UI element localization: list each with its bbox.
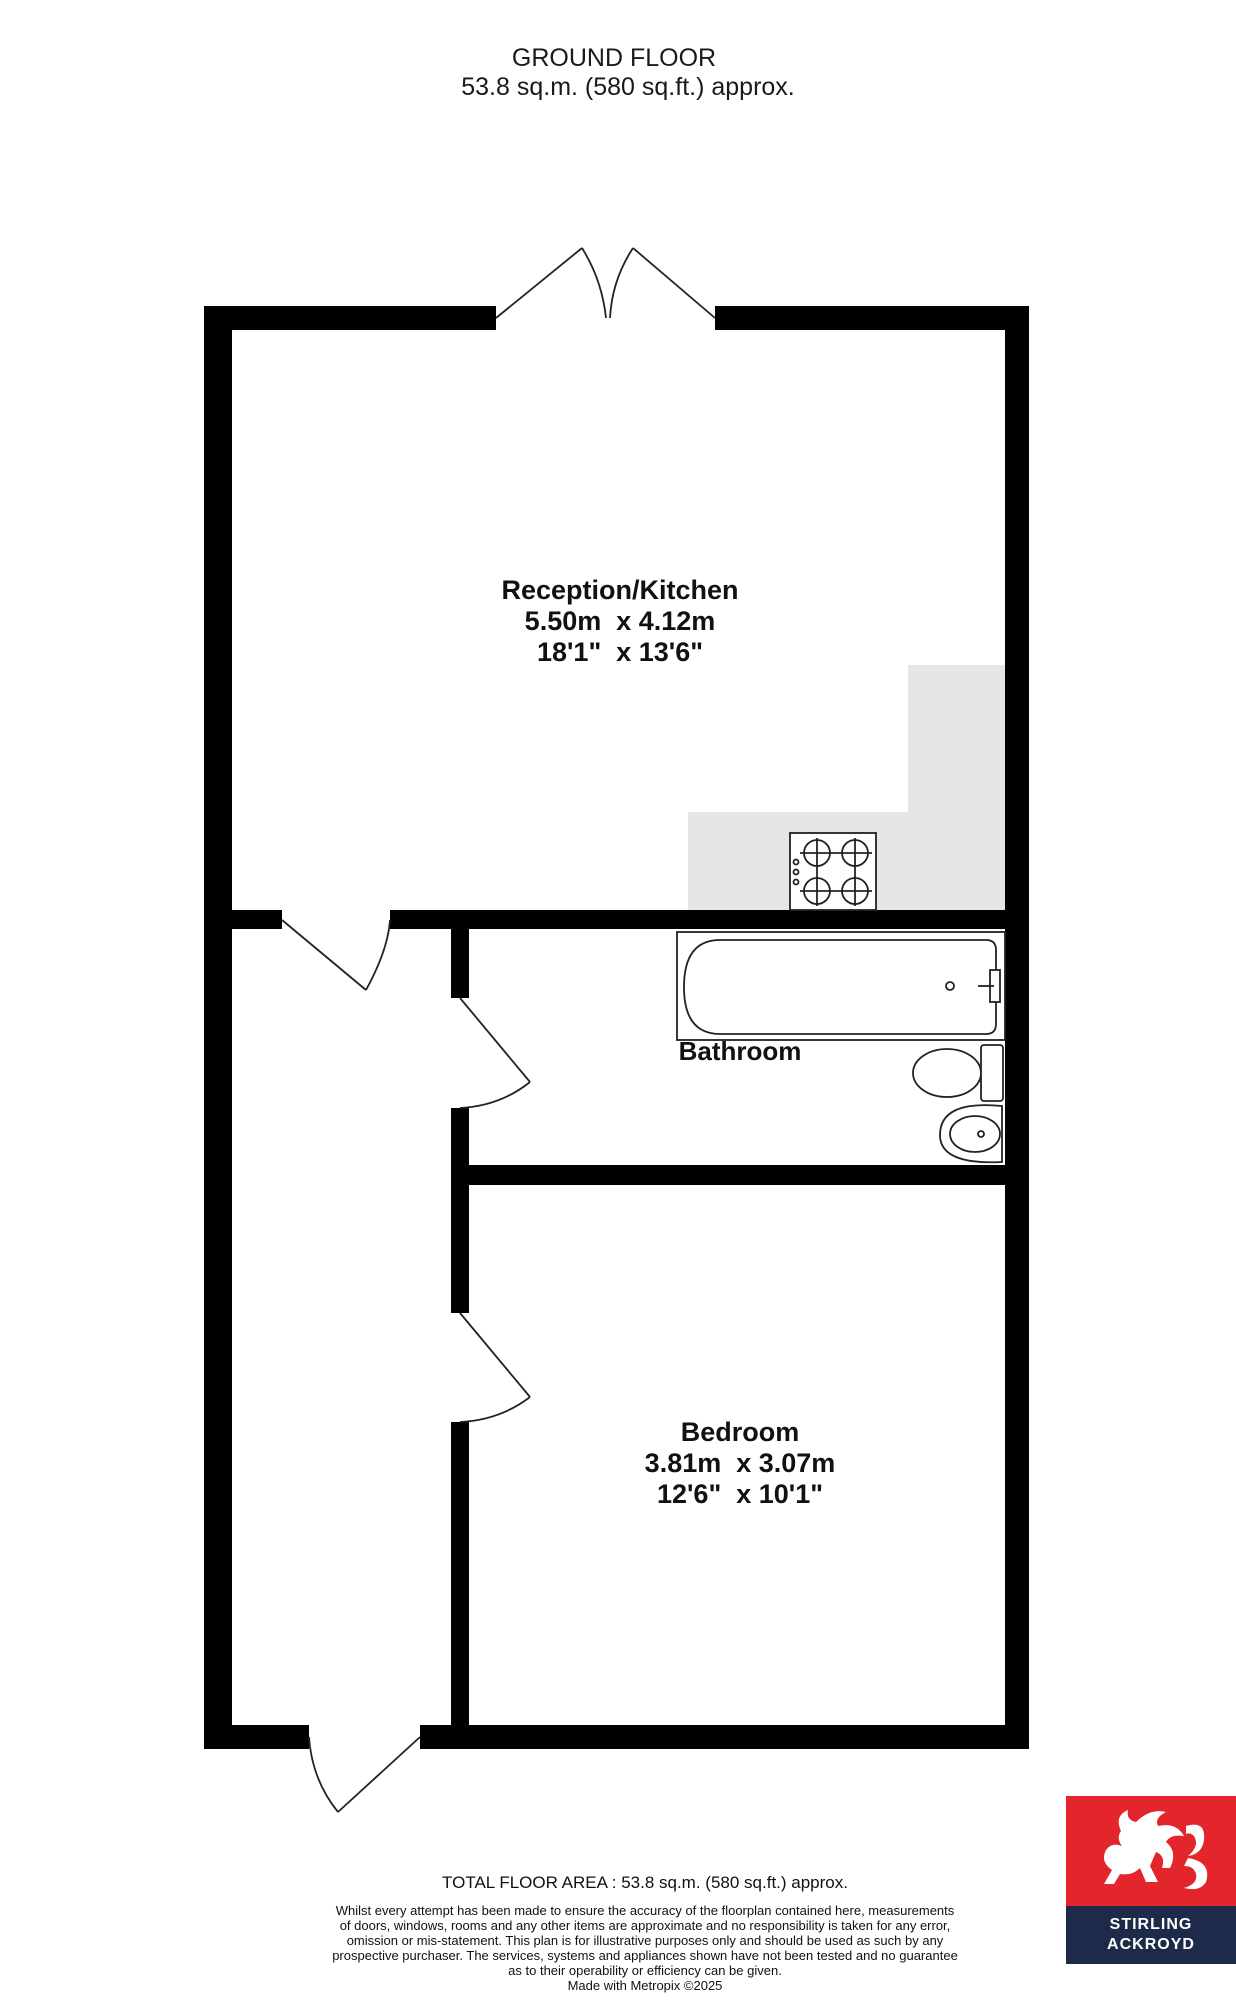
doors — [281, 247, 716, 1813]
walls — [204, 306, 1029, 1749]
room-imperial: 18'1" x 13'6" — [536, 637, 704, 667]
bathroom-door — [459, 997, 531, 1109]
logo-red-panel — [1066, 1796, 1236, 1906]
toilet-icon — [912, 1044, 1004, 1102]
room-name: Bathroom — [678, 1036, 802, 1066]
wall-left — [204, 306, 232, 1749]
disclaimer-line: Made with Metropix ©2025 — [567, 1978, 723, 1993]
hall-kitchen-door — [281, 919, 391, 991]
wall-bath-bed — [451, 1165, 1029, 1185]
wall-right — [1005, 306, 1029, 1749]
disclaimer-line: of doors, windows, rooms and any other i… — [339, 1918, 951, 1933]
agency-logo: STIRLING ACKROYD — [1066, 1796, 1236, 1964]
room-metric: 3.81m x 3.07m — [644, 1448, 836, 1478]
logo-line-2: ACKROYD — [1107, 1936, 1195, 1953]
floor-title: GROUND FLOOR — [511, 44, 717, 72]
room-label-bedroom: Bedroom 3.81m x 3.07m 12'6" x 10'1" — [610, 1417, 870, 1510]
front-door — [308, 1736, 421, 1813]
wall-kitchen-bath-right — [390, 910, 1029, 929]
room-metric: 5.50m x 4.12m — [524, 606, 716, 636]
logo-text-panel: STIRLING ACKROYD — [1066, 1906, 1236, 1964]
floor-plan — [204, 247, 1029, 1813]
wall-hall-lower — [451, 1422, 469, 1749]
room-label-reception-kitchen: Reception/Kitchen 5.50m x 4.12m 18'1" x … — [470, 575, 770, 668]
disclaimer-line: as to their operability or efficiency ca… — [508, 1963, 782, 1978]
wall-top-left — [204, 306, 496, 330]
disclaimer-line: Whilst every attempt has been made to en… — [335, 1903, 955, 1918]
logo-line-1: STIRLING — [1109, 1916, 1193, 1933]
wall-bottom-right — [420, 1725, 1029, 1749]
basin-icon — [939, 1104, 1003, 1164]
wall-hall-middle — [451, 1108, 469, 1313]
bathtub-icon — [676, 931, 1006, 1041]
hob-icon — [789, 832, 877, 911]
room-label-bathroom: Bathroom — [640, 1036, 840, 1067]
room-name: Bedroom — [680, 1417, 800, 1447]
wall-top-right — [715, 306, 1029, 330]
kitchen-worktop — [688, 665, 1005, 910]
wall-kitchen-bath-left — [204, 910, 282, 929]
disclaimer-line: omission or mis-statement. This plan is … — [346, 1933, 944, 1948]
room-imperial: 12'6" x 10'1" — [656, 1479, 824, 1509]
wall-hall-upper — [451, 927, 469, 998]
room-name: Reception/Kitchen — [501, 575, 739, 605]
total-floor-area: TOTAL FLOOR AREA : 53.8 sq.m. (580 sq.ft… — [442, 1873, 848, 1892]
disclaimer: Whilst every attempt has been made to en… — [270, 1903, 1020, 1993]
bedroom-door — [459, 1312, 531, 1423]
wall-bottom-left — [204, 1725, 309, 1749]
griffin-icon — [1104, 1810, 1208, 1890]
french-doors — [495, 247, 716, 319]
floor-area: 53.8 sq.m. (580 sq.ft.) approx. — [461, 73, 795, 101]
disclaimer-line: prospective purchaser. The services, sys… — [332, 1948, 958, 1963]
